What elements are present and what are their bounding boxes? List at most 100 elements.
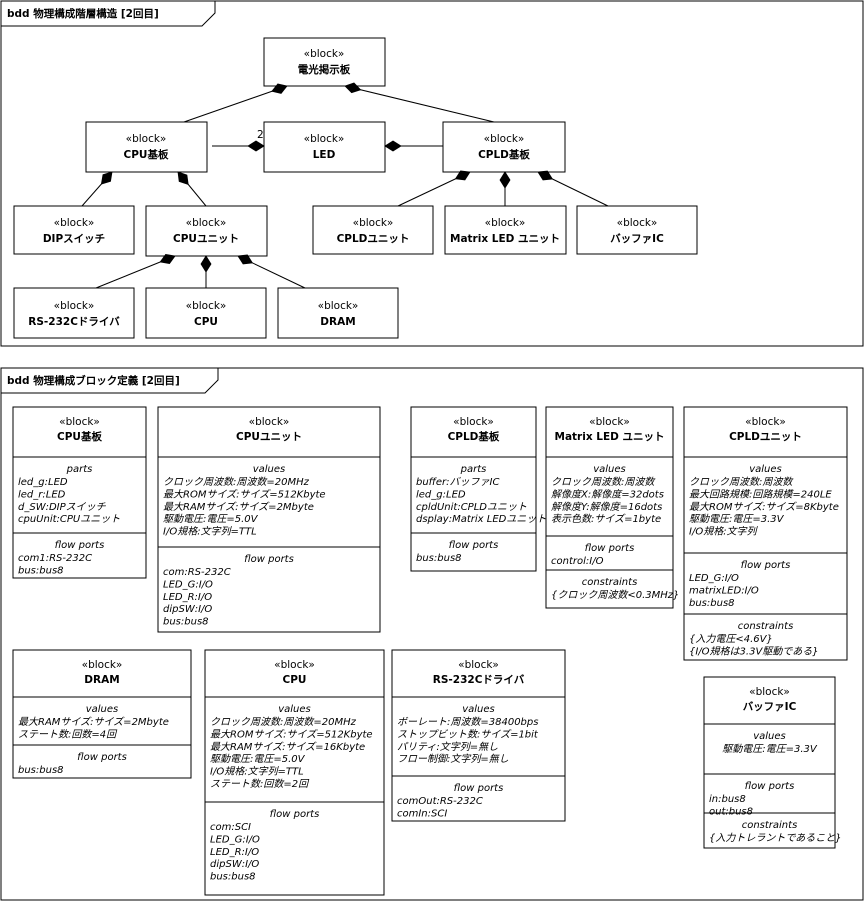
node-board[interactable]: «block» 電光掲示板 <box>263 37 386 87</box>
node-name: CPU <box>194 316 218 328</box>
compartment-title: flow ports <box>77 752 127 763</box>
stereotype-label: «block» <box>749 686 790 698</box>
compartment-item: bus:bus8 <box>18 565 64 576</box>
compartment-title: flow ports <box>244 554 294 565</box>
compartment-item: LED_G:I/O <box>210 834 260 845</box>
node-buffer-ic[interactable]: «block» バッファIC <box>576 205 698 255</box>
compartment-item: LED_R:I/O <box>163 592 212 603</box>
stereotype-label: «block» <box>485 217 526 229</box>
compartment-item: comIn:SCI <box>397 808 447 819</box>
block-definitions: «block»CPU基板partsled_g:LEDled_r:LEDd_SW:… <box>12 406 848 896</box>
compartment-title: values <box>749 464 782 475</box>
compartment-item: in:bus8 <box>709 794 746 805</box>
node-cpu-unit[interactable]: «block» CPUユニット <box>145 205 268 257</box>
node-name: CPUユニット <box>173 233 239 245</box>
block-name: CPLD基板 <box>448 430 500 443</box>
hierarchy-frame-title: bdd 物理構成階層構造 [2回目] <box>7 7 159 20</box>
node-rs232c[interactable]: «block» RS-232Cドライバ <box>13 287 135 339</box>
node-name: Matrix LED ユニット <box>450 233 560 245</box>
compartment-item: led_r:LED <box>18 489 66 500</box>
compartment-item: com:SCI <box>210 822 251 833</box>
node-cpu-board[interactable]: «block» CPU基板 <box>85 121 208 173</box>
block-outline <box>391 649 566 822</box>
compartment-item: 表示色数:サイズ=1byte <box>551 513 661 525</box>
compartment-item: 最大ROMサイズ:サイズ=8Kbyte <box>689 501 839 513</box>
compartment-item: 解像度Y:解像度=16dots <box>551 501 662 513</box>
composition-diamond <box>454 170 471 181</box>
compartment-item: cpuUnit:CPUユニット <box>18 514 120 525</box>
compartment-item: bus:bus8 <box>416 553 462 564</box>
compartment-item: {入力トレラントであること} <box>709 832 842 844</box>
compartment-title: flow ports <box>585 543 635 554</box>
node-dip[interactable]: «block» DIPスイッチ <box>13 205 135 255</box>
node-cpu[interactable]: «block» CPU <box>145 287 267 339</box>
node-matrix-led[interactable]: «block» Matrix LED ユニット <box>444 205 567 255</box>
node-name: 電光掲示板 <box>298 63 351 76</box>
definition-frame-title: bdd 物理構成ブロック定義 [2回目] <box>7 374 180 387</box>
block-outline <box>157 406 381 633</box>
node-dram[interactable]: «block» DRAM <box>277 287 399 339</box>
block-matrix-led[interactable]: «block»Matrix LED ユニットvaluesクロック周波数:周波数解… <box>545 406 679 609</box>
compartment-item: 駆動電圧:電圧=5.0V <box>210 753 306 765</box>
compartment-item: I/O規格:文字列=TTL <box>163 526 257 538</box>
stereotype-label: «block» <box>745 416 786 428</box>
block-outline <box>683 406 848 661</box>
definition-frame: bdd 物理構成ブロック定義 [2回目] <box>0 367 864 901</box>
stereotype-label: «block» <box>304 48 345 60</box>
block-name: Matrix LED ユニット <box>555 431 665 443</box>
compartment-item: led_g:LED <box>18 477 68 488</box>
multiplicity-label: 2 <box>257 129 264 141</box>
node-cpld-board[interactable]: «block» CPLD基板 <box>442 121 566 173</box>
compartment-item: 最大RAMサイズ:サイズ=2Mbyte <box>163 501 314 513</box>
compartment-item: I/O規格:文字列=TTL <box>210 766 304 778</box>
compartment-item: ステート数:回数=4回 <box>18 728 118 740</box>
hierarchy-frame: bdd 物理構成階層構造 [2回目] <box>0 0 864 347</box>
block-cpu[interactable]: «block»CPUvaluesクロック周波数:周波数=20MHz最大ROMサイ… <box>204 649 385 896</box>
block-cpld-unit[interactable]: «block»CPLDユニットvaluesクロック周波数:周波数最大回路規模:回… <box>683 406 848 661</box>
compartment-item: クロック周波数:周波数=20MHz <box>163 476 310 488</box>
composition-diamond <box>537 170 554 181</box>
stereotype-label: «block» <box>484 133 525 145</box>
block-name: CPUユニット <box>236 431 302 443</box>
compartment-item: comOut:RS-232C <box>397 796 483 807</box>
compartment-item: dsplay:Matrix LEDユニット <box>416 514 546 525</box>
compartment-item: 最大RAMサイズ:サイズ=16Kbyte <box>210 741 365 753</box>
edge-board-cpu-board <box>183 85 288 123</box>
block-rs232c[interactable]: «block»RS-232Cドライバvaluesボーレート:周波数=38400b… <box>391 649 566 822</box>
compartment-item: 最大回路規模:回路規模=240LE <box>689 488 832 500</box>
compartment-item: クロック周波数:周波数=20MHz <box>210 716 357 728</box>
stereotype-label: «block» <box>54 300 95 312</box>
compartment-item: パリティ:文字列=無し <box>397 741 498 753</box>
block-cpu-board[interactable]: «block»CPU基板partsled_g:LEDled_r:LEDd_SW:… <box>12 406 147 579</box>
stereotype-label: «block» <box>318 300 359 312</box>
compartment-item: bus:bus8 <box>163 617 209 628</box>
stereotype-label: «block» <box>186 300 227 312</box>
block-outline <box>204 649 385 896</box>
block-outline <box>410 406 537 572</box>
compartment-title: constraints <box>738 621 794 632</box>
compartment-item: cpldUnit:CPLDユニット <box>416 502 527 513</box>
compartment-item: d_SW:DIPスイッチ <box>18 502 107 513</box>
compartment-title: values <box>86 704 119 715</box>
node-cpld-unit[interactable]: «block» CPLDユニット <box>312 205 434 255</box>
compartment-item: {クロック周波数<0.3MHz} <box>551 589 679 601</box>
block-outline <box>703 676 836 849</box>
compartment-item: LED_R:I/O <box>210 847 259 858</box>
stereotype-label: «block» <box>458 659 499 671</box>
compartment-title: flow ports <box>270 809 320 820</box>
compartment-item: フロー制御:文字列=無し <box>397 753 509 765</box>
compartment-item: 駆動電圧:電圧=3.3V <box>689 513 785 525</box>
block-cpld-board[interactable]: «block»CPLD基板partsbuffer:バッファICled_g:LED… <box>410 406 546 572</box>
compartment-item: com:RS-232C <box>163 567 231 578</box>
block-dram[interactable]: «block»DRAMvalues最大RAMサイズ:サイズ=2Mbyteステート… <box>12 649 192 779</box>
compartment-title: flow ports <box>454 783 504 794</box>
composition-diamond <box>200 255 212 273</box>
block-name: バッファIC <box>743 701 797 713</box>
compartment-item: クロック周波数:周波数 <box>689 476 794 488</box>
composition-diamond <box>247 140 265 152</box>
compartment-title: flow ports <box>741 560 791 571</box>
block-cpu-unit[interactable]: «block»CPUユニットvaluesクロック周波数:周波数=20MHz最大R… <box>157 406 381 633</box>
compartment-item: 最大ROMサイズ:サイズ=512Kbyte <box>163 488 326 500</box>
node-led[interactable]: «block» LED <box>263 121 386 173</box>
